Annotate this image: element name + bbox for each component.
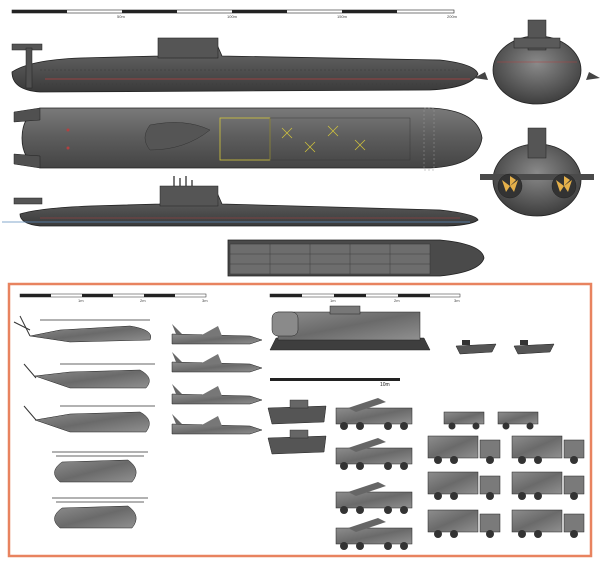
submarine-cutaway (227, 239, 485, 277)
hovercraft (269, 305, 431, 351)
wheeled-rocket-launcher (335, 398, 413, 430)
wheeled-rocket-launcher (335, 482, 413, 514)
hover-scale-tick-label: 1m (330, 298, 336, 303)
military-truck (511, 471, 585, 500)
amphibious-ifv (267, 429, 327, 455)
submarine-rear-view (480, 127, 594, 217)
vtol-jet (171, 324, 263, 345)
aircraft-scale-tick-label: 3m (202, 298, 208, 303)
transport-helicopter (23, 363, 155, 389)
vtol-jet (171, 414, 263, 435)
sub-scale-tick-label: 150m (337, 14, 348, 19)
vtol-jet (171, 384, 263, 405)
transport-helicopter (23, 405, 155, 433)
vtol-jet (171, 352, 263, 373)
military-truck (427, 471, 501, 500)
aircraft-scale-bar (19, 293, 207, 298)
sub-scale-tick-label: 200m (447, 14, 458, 19)
vehicle-scale-bar (270, 378, 400, 381)
sub-scale-tick-label: 50m (117, 14, 125, 19)
submarine-side-view (11, 37, 479, 93)
submarine-front-view (474, 19, 600, 105)
coaxial-helicopter (52, 497, 148, 529)
assault-boat (513, 340, 555, 355)
hover-scale-tick-label: 2m (394, 298, 400, 303)
assault-boat (455, 340, 497, 355)
military-truck (511, 509, 585, 538)
submarine-side-view-masts (2, 176, 479, 227)
aircraft-scale-tick-label: 2m (140, 298, 146, 303)
wheeled-rocket-launcher (335, 518, 413, 550)
light-utility-vehicle (497, 411, 539, 430)
light-utility-vehicle (443, 411, 485, 430)
submarine-scale-bar (11, 9, 455, 14)
wheeled-rocket-launcher (335, 438, 413, 470)
military-truck (427, 435, 501, 464)
military-truck (511, 435, 585, 464)
aircraft-scale-tick-label: 1m (78, 298, 84, 303)
attack-helicopter (13, 315, 152, 343)
submarine-top-view (13, 107, 483, 171)
vehicle-scale-label: 10m (380, 382, 390, 388)
military-truck (427, 509, 501, 538)
hover-scale-tick-label: 3m (454, 298, 460, 303)
amphibious-ifv (267, 399, 327, 425)
coaxial-helicopter (52, 451, 148, 483)
hovercraft-scale-bar (269, 293, 461, 298)
sub-scale-tick-label: 100m (227, 14, 238, 19)
